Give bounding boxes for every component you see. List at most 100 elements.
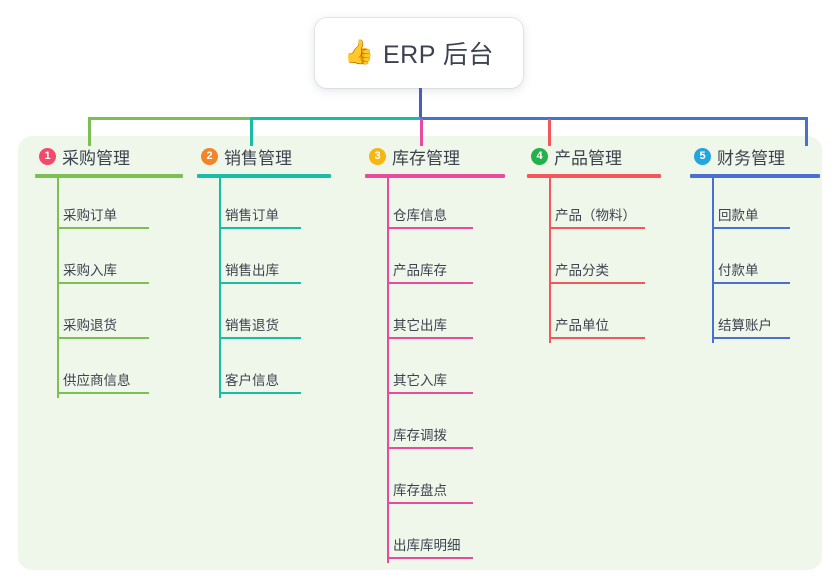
connector-stub-4	[548, 119, 551, 146]
branch-spine	[387, 178, 389, 563]
branch-item-label: 产品分类	[555, 263, 609, 278]
branch-item-rule	[57, 282, 149, 284]
branch-item[interactable]: 结算账户	[690, 288, 820, 343]
branch-item-rule	[712, 227, 790, 229]
branch-item[interactable]: 出库库明细	[365, 508, 505, 563]
branch-item[interactable]: 采购入库	[35, 233, 183, 288]
branch-item[interactable]: 回款单	[690, 178, 820, 233]
branch-item-label: 其它入库	[393, 373, 447, 388]
branch-item-label: 产品（物料）	[555, 208, 636, 223]
branch-item-list: 仓库信息产品库存其它出库其它入库库存调拨库存盘点出库库明细	[365, 178, 505, 563]
branch-header-rule	[690, 174, 820, 178]
connector-stub-2	[250, 119, 253, 146]
branch-item[interactable]: 其它入库	[365, 343, 505, 398]
root-node-erp-backend[interactable]: 👍 ERP 后台	[315, 18, 523, 88]
branch-item[interactable]: 客户信息	[197, 343, 331, 398]
branch-number-badge-icon: 3	[369, 147, 386, 165]
branch-item-label: 销售出库	[225, 263, 279, 278]
connector-segment-2	[250, 117, 423, 120]
connector-segment-4	[548, 117, 808, 120]
branch-item-list: 回款单付款单结算账户	[690, 178, 820, 343]
branch-item-label: 销售订单	[225, 208, 279, 223]
branch-item-label: 库存盘点	[393, 483, 447, 498]
branch-item[interactable]: 销售退货	[197, 288, 331, 343]
branch-item[interactable]: 仓库信息	[365, 178, 505, 233]
connector-segment-1	[88, 117, 253, 120]
branch-spine	[712, 178, 714, 343]
connector-segment-3	[420, 117, 551, 120]
branch-item[interactable]: 销售订单	[197, 178, 331, 233]
branch-header-rule	[197, 174, 331, 178]
branch-header-4[interactable]: 4 产品管理	[527, 144, 661, 168]
branch-item[interactable]: 产品（物料）	[527, 178, 661, 233]
branch-item-label: 出库库明细	[393, 538, 461, 553]
branch-item[interactable]: 其它出库	[365, 288, 505, 343]
branch-item-rule	[549, 227, 645, 229]
branch-item-label: 产品库存	[393, 263, 447, 278]
root-node-title: ERP 后台	[382, 41, 494, 69]
branch-spine	[57, 178, 59, 398]
branch-item[interactable]: 产品单位	[527, 288, 661, 343]
branch-item-list: 采购订单采购入库采购退货供应商信息	[35, 178, 183, 398]
branch-item[interactable]: 供应商信息	[35, 343, 183, 398]
branch-number-badge-icon: 4	[531, 147, 548, 165]
thumbs-up-icon: 👍	[344, 39, 374, 66]
branch-column-4: 4 产品管理产品（物料） 产品分类产品单位	[527, 144, 661, 343]
branch-title: 销售管理	[224, 148, 292, 168]
branch-item-rule	[387, 282, 473, 284]
branch-item-label: 销售退货	[225, 318, 279, 333]
branch-item[interactable]: 产品分类	[527, 233, 661, 288]
branch-item-label: 付款单	[718, 263, 759, 278]
branch-item-rule	[712, 337, 790, 339]
branch-item-rule	[549, 282, 645, 284]
branch-column-5: 5 财务管理回款单付款单结算账户	[690, 144, 820, 343]
branch-item-label: 结算账户	[718, 318, 772, 333]
branch-item-list: 销售订单销售出库销售退货客户信息	[197, 178, 331, 398]
branch-spine	[219, 178, 221, 398]
branch-item-label: 客户信息	[225, 373, 279, 388]
branch-header-5[interactable]: 5 财务管理	[690, 144, 820, 168]
branch-title: 产品管理	[554, 148, 622, 168]
branch-item-label: 仓库信息	[393, 208, 447, 223]
branch-item-label: 采购退货	[63, 318, 117, 333]
branch-item-label: 产品单位	[555, 318, 609, 333]
branch-item[interactable]: 销售出库	[197, 233, 331, 288]
branch-item-rule	[219, 227, 301, 229]
branch-item-label: 采购订单	[63, 208, 117, 223]
branch-item-label: 库存调拨	[393, 428, 447, 443]
branch-item[interactable]: 采购退货	[35, 288, 183, 343]
branch-item-rule	[387, 227, 473, 229]
branch-item-label: 回款单	[718, 208, 759, 223]
branch-item-rule	[57, 392, 149, 394]
branch-item[interactable]: 库存盘点	[365, 453, 505, 508]
branch-header-rule	[527, 174, 661, 178]
branch-item-rule	[549, 337, 645, 339]
diagram-background-panel	[18, 136, 822, 570]
branch-title: 财务管理	[717, 148, 785, 168]
branch-item-rule	[219, 392, 301, 394]
branch-item[interactable]: 产品库存	[365, 233, 505, 288]
branch-item-rule	[387, 392, 473, 394]
branch-item-label: 采购入库	[63, 263, 117, 278]
branch-item[interactable]: 采购订单	[35, 178, 183, 233]
branch-title: 采购管理	[62, 148, 130, 168]
branch-spine	[549, 178, 551, 343]
branch-item-rule	[57, 227, 149, 229]
branch-number-badge-icon: 5	[694, 147, 711, 165]
branch-item-rule	[387, 502, 473, 504]
branch-item-label: 供应商信息	[63, 373, 131, 388]
branch-item[interactable]: 付款单	[690, 233, 820, 288]
branch-item-rule	[219, 282, 301, 284]
branch-item-rule	[219, 337, 301, 339]
branch-header-rule	[365, 174, 505, 178]
branch-item[interactable]: 库存调拨	[365, 398, 505, 453]
root-vertical-connector	[419, 88, 422, 119]
branch-item-label: 其它出库	[393, 318, 447, 333]
